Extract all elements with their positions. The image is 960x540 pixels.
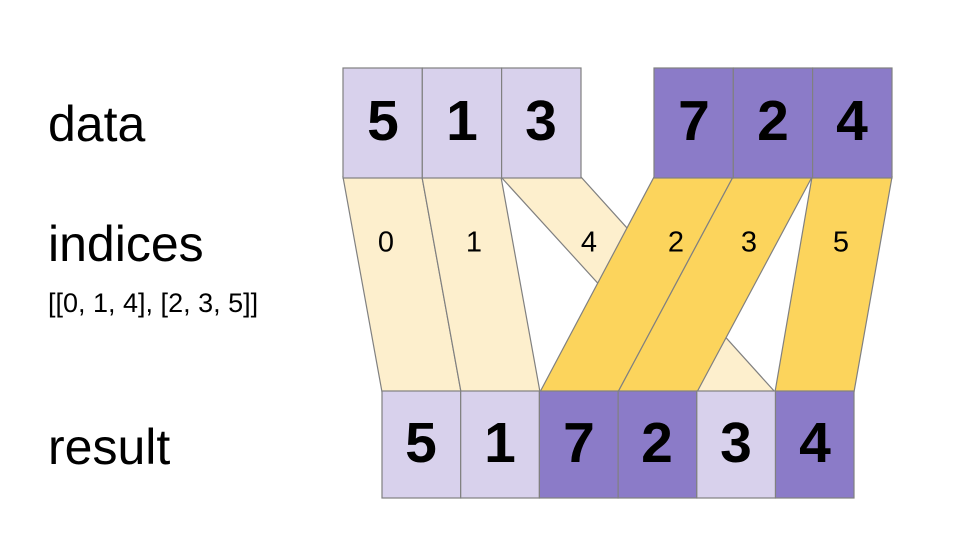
index-label-3: 2 [668,227,684,259]
data-cell-2 [501,67,582,179]
ribbon-group [342,176,893,393]
index-label-4: 3 [741,227,757,259]
result-cell-5 [774,390,855,499]
row-label-indices: indices [48,216,204,272]
result-cell-0 [381,390,462,499]
data-row: 5 1 3 7 2 4 [342,67,893,179]
data-cell-5 [811,67,893,179]
row-label-result: result [48,419,171,475]
result-cell-value-5: 4 [799,411,831,475]
result-cell-value-0: 5 [405,411,437,475]
result-cell-3 [617,390,698,499]
result-cell-value-3: 2 [641,411,673,475]
result-cell-2 [538,390,619,499]
result-cell-value-2: 7 [563,411,595,475]
data-cell-value-5: 4 [836,89,868,153]
data-cell-value-0: 5 [367,89,399,153]
index-label-0: 0 [378,227,394,259]
result-cell-4 [696,390,777,499]
result-cell-1 [460,390,541,499]
indices-value-text: [[0, 1, 4], [2, 3, 5]] [48,288,259,318]
data-cell-0 [342,67,423,179]
result-cell-value-4: 3 [720,411,752,475]
row-label-data: data [48,96,146,152]
data-cell-value-1: 1 [446,89,478,153]
data-cell-3 [653,67,734,179]
index-label-5: 5 [833,227,849,259]
data-cell-value-4: 2 [757,89,789,153]
data-cell-1 [421,67,503,179]
result-row: 5 1 7 2 3 4 [381,390,855,499]
result-cell-value-1: 1 [484,411,516,475]
data-cell-value-2: 3 [525,89,557,153]
index-label-1: 1 [466,227,482,259]
data-cell-value-3: 7 [678,89,710,153]
data-cell-4 [732,67,814,179]
index-label-2: 4 [581,227,597,259]
index-label-group: 0 1 4 2 3 5 [378,227,849,259]
